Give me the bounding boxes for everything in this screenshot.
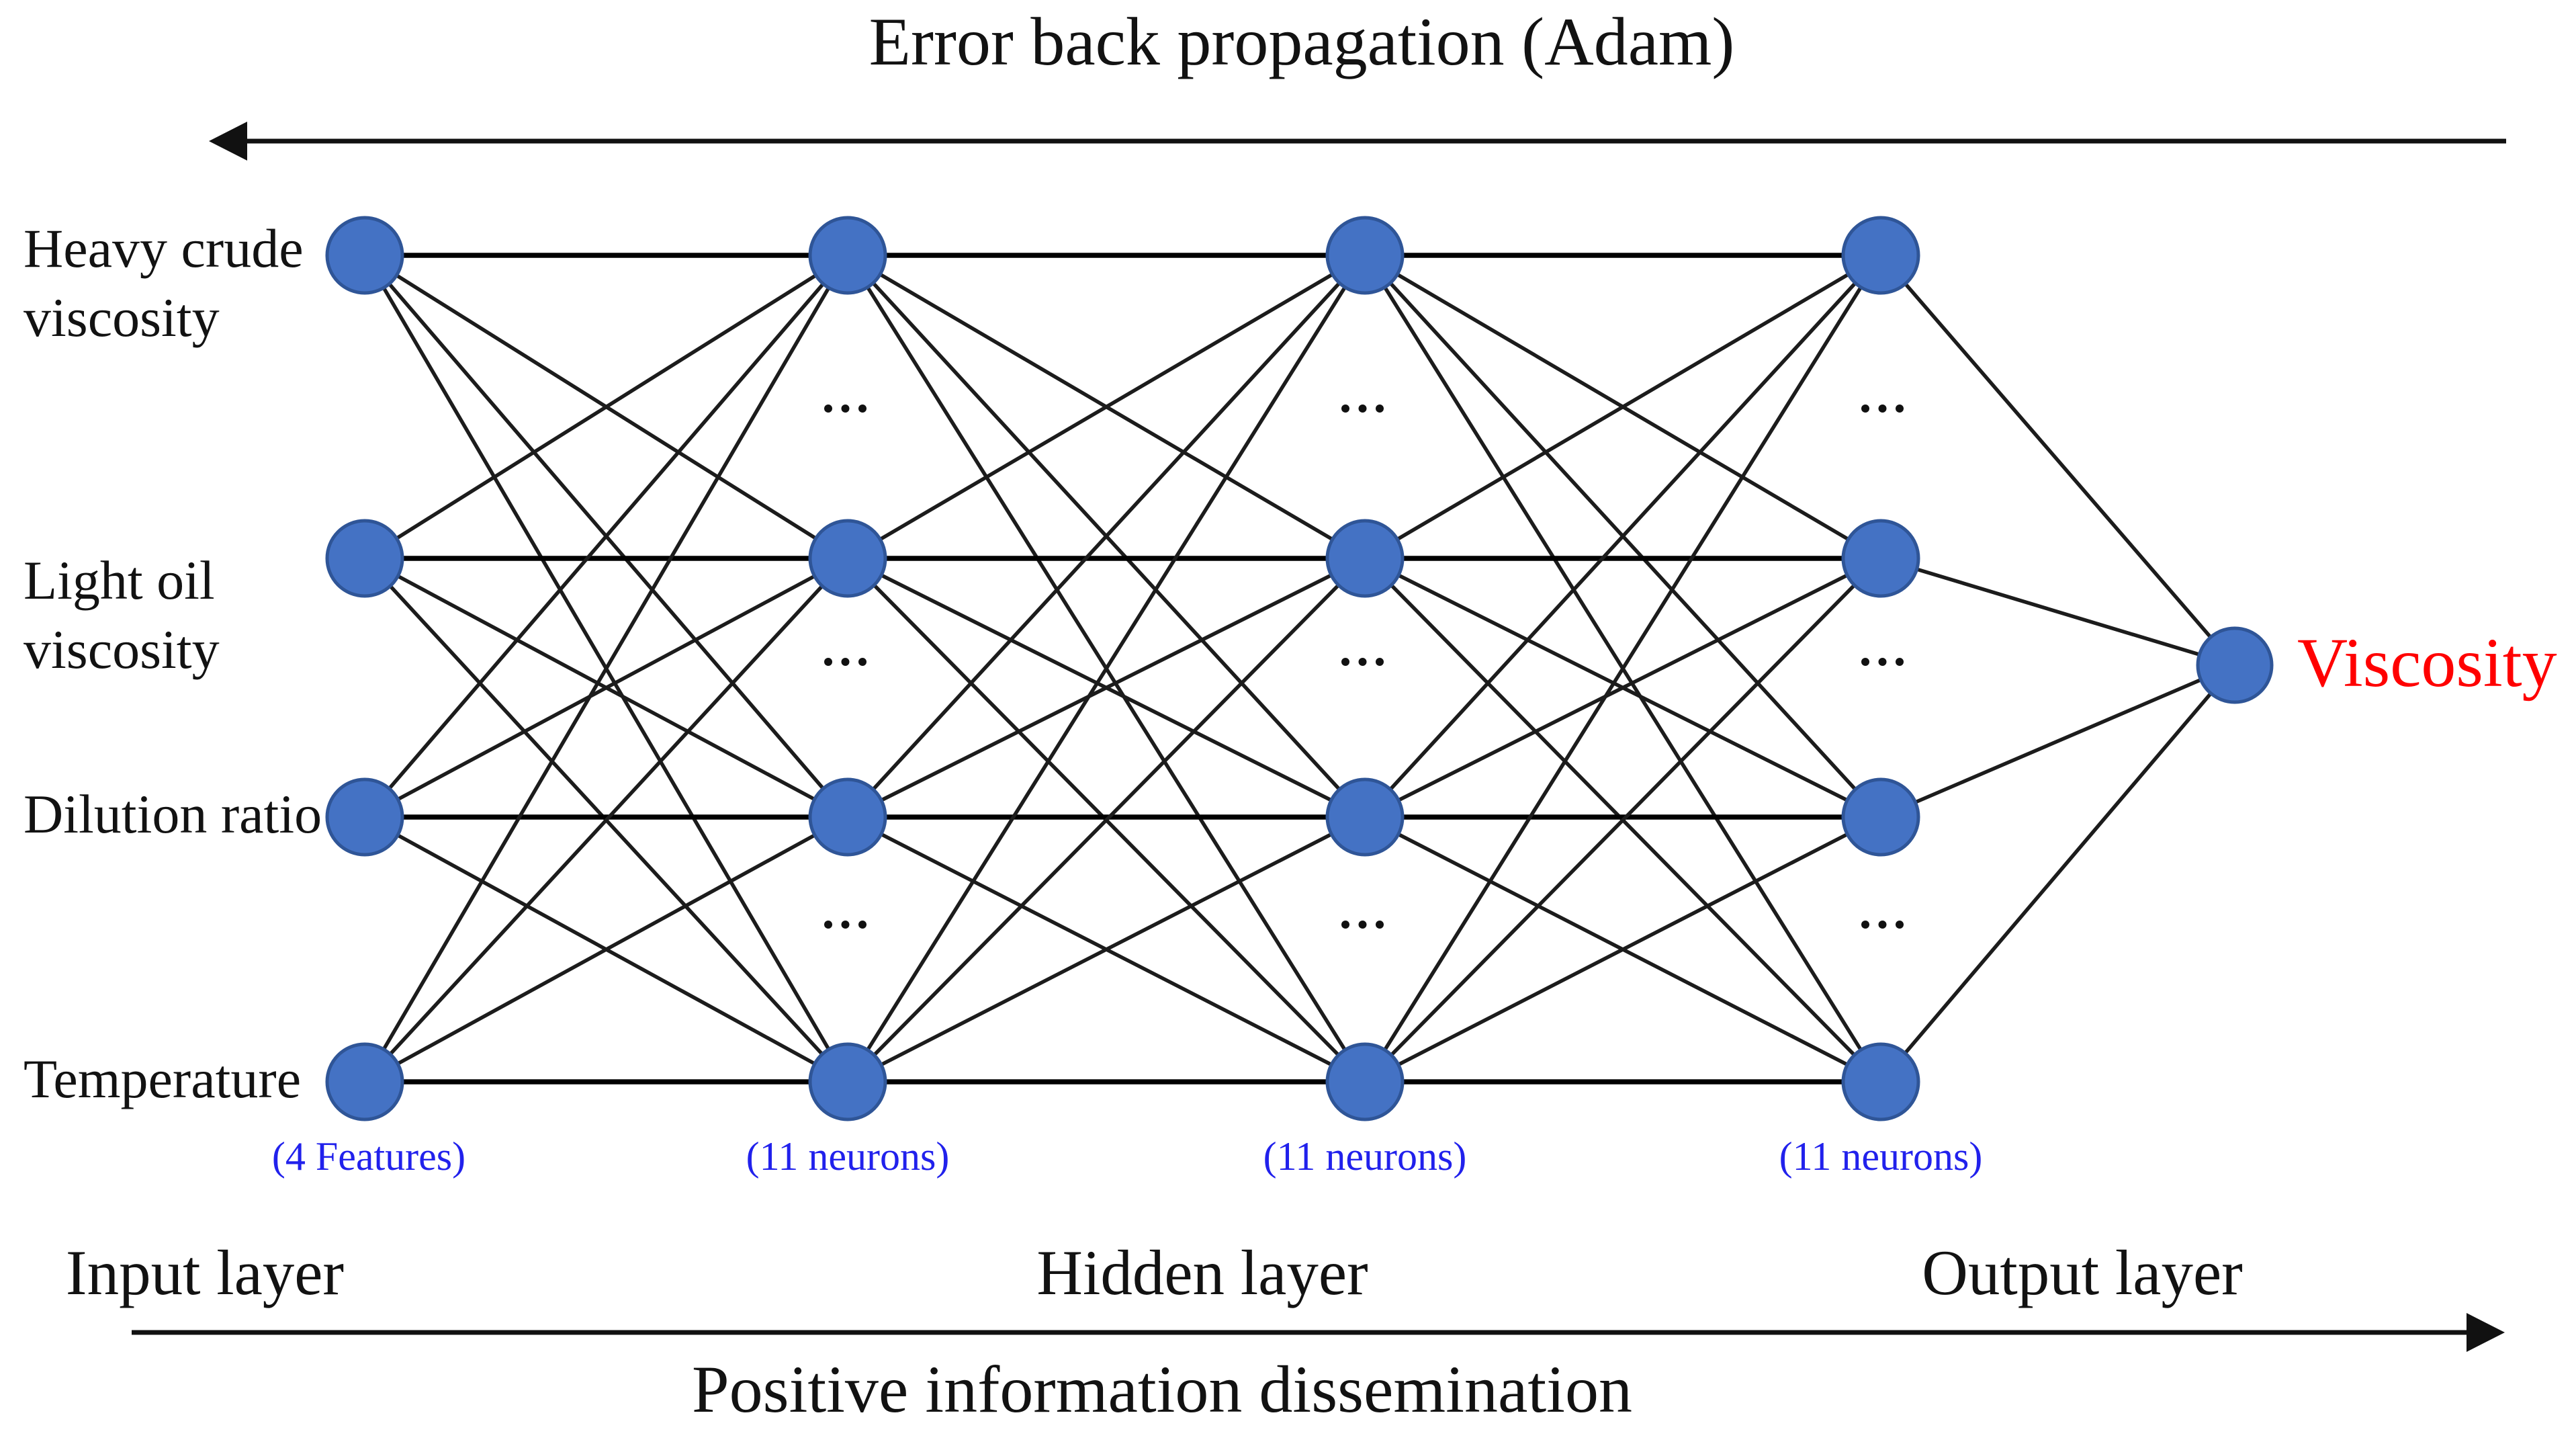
forward-arrow-caption: Positive information dissemination xyxy=(692,1352,1632,1427)
diagram-title: Error back propagation (Adam) xyxy=(869,4,1735,80)
forward-arrowhead-right-icon xyxy=(2467,1313,2505,1352)
connection-line xyxy=(1363,254,1883,818)
ellipsis-dots: ... xyxy=(1339,884,1391,939)
neuron-node xyxy=(1841,519,1920,598)
connection-line xyxy=(1364,557,1882,1083)
backprop-arrowhead-left-icon xyxy=(209,122,247,161)
connection-line xyxy=(1364,556,1882,819)
connection-line xyxy=(1364,815,1882,1084)
neuron-node xyxy=(1325,519,1405,598)
connection-line xyxy=(363,556,849,819)
connection-line xyxy=(363,815,849,1084)
connection-line xyxy=(363,557,850,1083)
neuron-node xyxy=(1841,1042,1920,1121)
connection-line xyxy=(363,253,849,560)
neuron-node xyxy=(325,1042,404,1121)
output-label-viscosity: Viscosity xyxy=(2297,624,2557,701)
layer-label-input: Input layer xyxy=(65,1237,345,1308)
forward-arrow xyxy=(132,1313,2505,1352)
count-label-hidden1: (11 neurons) xyxy=(746,1134,950,1179)
layer-label-output: Output layer xyxy=(1922,1237,2243,1308)
neuron-node xyxy=(325,777,404,857)
neuron-node xyxy=(1325,216,1405,295)
neuron-node xyxy=(1325,1042,1405,1121)
connection-line xyxy=(1364,253,1882,560)
connection-line xyxy=(1879,664,2237,1083)
neuron-node xyxy=(808,519,887,598)
neuron-node xyxy=(1841,216,1920,295)
ellipsis-dots: ... xyxy=(1339,622,1391,677)
connection-line xyxy=(363,254,850,818)
neuron-node xyxy=(325,519,404,598)
feature-label-temperature: Temperature xyxy=(24,1048,302,1109)
ellipsis-dots: ... xyxy=(1859,368,1911,423)
ellipsis-dots: ... xyxy=(1859,884,1911,939)
neuron-node xyxy=(1841,777,1920,857)
connection-line xyxy=(1363,254,1883,1083)
neuron-node xyxy=(808,777,887,857)
neuron-nodes xyxy=(325,216,2274,1121)
ellipsis-dots: ... xyxy=(821,622,874,677)
feature-label-heavy-crude-viscosity: Heavy crude viscosity xyxy=(24,218,304,348)
connection-line xyxy=(1880,556,2235,667)
connection-line xyxy=(846,254,1367,1083)
ellipsis-dots: ... xyxy=(821,884,874,939)
feature-label-light-oil-viscosity: Light oil viscosity xyxy=(24,550,220,680)
neuron-node xyxy=(2196,626,2274,704)
ellipsis-dots: ... xyxy=(1339,368,1391,423)
feature-label-dilution-ratio: Dilution ratio xyxy=(24,783,322,845)
connection-line xyxy=(846,254,1367,818)
layer-label-hidden: Hidden layer xyxy=(1036,1237,1368,1308)
count-label-hidden2: (11 neurons) xyxy=(1263,1134,1467,1179)
connection-line xyxy=(846,253,1366,560)
connection-line xyxy=(846,556,1366,819)
neuron-node xyxy=(1325,777,1405,857)
ellipsis-dots: ... xyxy=(1859,622,1911,677)
count-label-input: (4 Features) xyxy=(271,1134,466,1179)
neuron-node xyxy=(325,216,404,295)
connection-line xyxy=(846,815,1366,1084)
neuron-node xyxy=(808,1042,887,1121)
neuron-node xyxy=(808,216,887,295)
ellipsis-dots: ... xyxy=(821,368,874,423)
connection-line xyxy=(1879,663,2236,819)
backprop-arrow xyxy=(209,122,2506,161)
connection-line xyxy=(1879,254,2237,667)
count-label-hidden3: (11 neurons) xyxy=(1779,1134,1983,1179)
connection-lines xyxy=(363,253,2237,1084)
connection-line xyxy=(846,557,1366,1083)
connection-line xyxy=(363,254,850,1083)
